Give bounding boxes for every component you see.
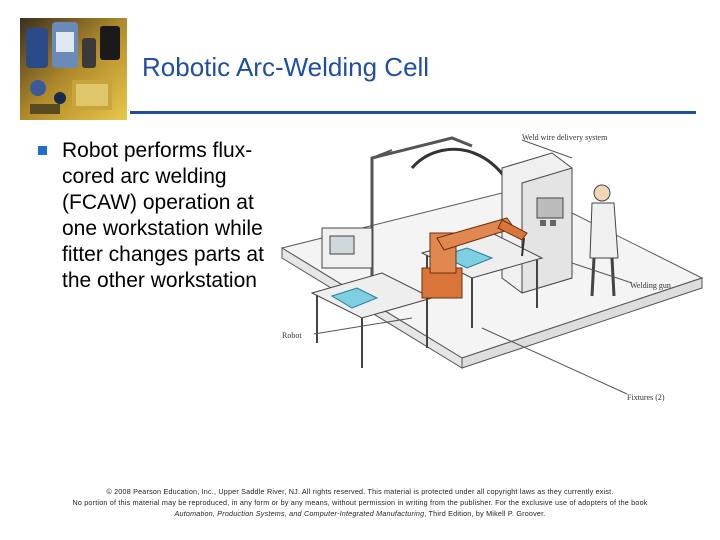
footer-line-3: Automation, Production Systems, and Comp… [0, 508, 720, 519]
footer-line-1: © 2008 Pearson Education, Inc., Upper Sa… [106, 487, 614, 496]
bullet-text: Robot performs flux-cored arc welding (F… [62, 139, 264, 292]
label-robot: Robot [282, 331, 302, 340]
bullet-marker-icon [38, 146, 47, 155]
book-title: Automation, Production Systems, and Comp… [174, 509, 425, 518]
corner-photo [20, 18, 127, 120]
welding-cell-illustration: Weld wire delivery system Welding gun Ro… [280, 133, 704, 402]
footer-line-3-rest: , Third Edition, by Mikell P. Groover. [424, 509, 546, 518]
label-fixtures: Fixtures (2) [627, 393, 665, 402]
slide-title: Robotic Arc-Welding Cell [142, 52, 430, 82]
footer-line-2: No portion of this material may be repro… [72, 498, 648, 507]
copyright-footer: © 2008 Pearson Education, Inc., Upper Sa… [0, 486, 720, 519]
title-rule [130, 111, 696, 114]
label-wire-delivery: Weld wire delivery system [522, 133, 608, 142]
label-welding-gun: Welding gun [630, 281, 671, 290]
